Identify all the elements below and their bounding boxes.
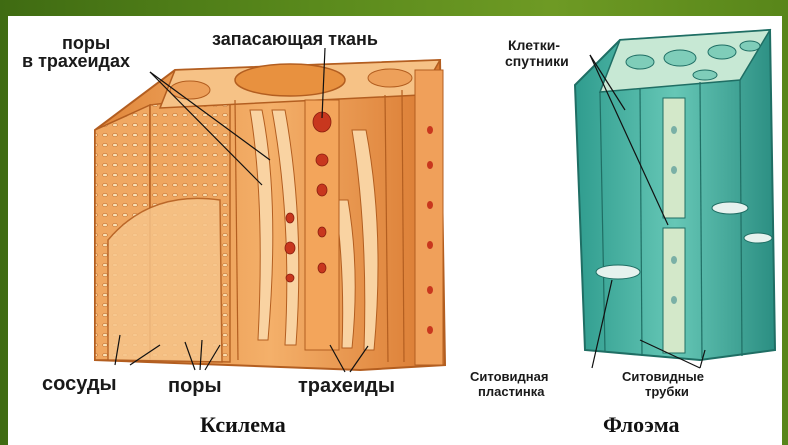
caption-phloem: Флоэма bbox=[603, 412, 680, 438]
label-vessels: сосуды bbox=[42, 374, 117, 394]
label-tracheids: трахеиды bbox=[298, 376, 395, 396]
caption-xylem: Ксилема bbox=[200, 412, 286, 438]
phloem-block bbox=[575, 30, 775, 368]
label-companion-cells-line2: спутники bbox=[505, 54, 569, 68]
label-pores: поры bbox=[168, 376, 222, 396]
label-storage-tissue: запасающая ткань bbox=[212, 30, 378, 48]
xylem-block bbox=[95, 48, 445, 372]
label-pores-in-tracheids-line2: в трахеидах bbox=[22, 52, 130, 70]
label-companion-cells-line1: Клетки- bbox=[508, 38, 560, 52]
label-sieve-plate-line2: пластинка bbox=[478, 385, 545, 398]
label-sieve-tubes-line1: Ситовидные bbox=[622, 370, 704, 383]
label-pores-in-tracheids-line1: поры bbox=[62, 34, 110, 52]
label-sieve-tubes-line2: трубки bbox=[645, 385, 689, 398]
label-sieve-plate-line1: Ситовидная bbox=[470, 370, 548, 383]
